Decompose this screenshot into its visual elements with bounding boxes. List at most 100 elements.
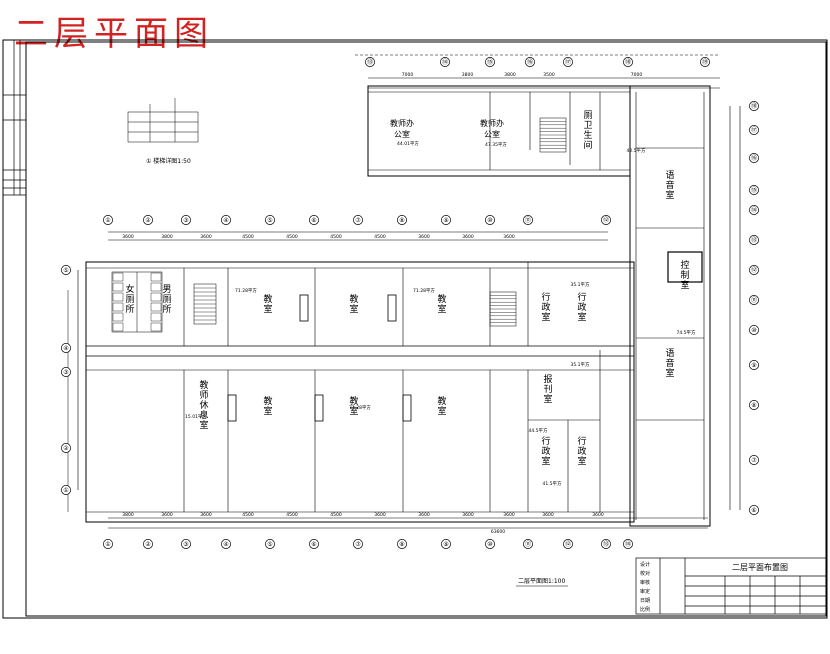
room-toilet-left-2-char: 厕	[162, 294, 171, 305]
room-class-3-char: 教	[437, 293, 446, 305]
axis-bubble-bottom: ⑤	[267, 541, 272, 548]
title-block-row-label: 日期	[640, 598, 650, 604]
axis-bubble-bottom: ⑭	[625, 540, 631, 548]
axis-bubble-bottom-circle	[485, 539, 495, 549]
axis-bubble-mid: ⑫	[603, 216, 609, 224]
dimension-value: 3800	[504, 72, 516, 78]
title-block-name: 二层平面布置图	[732, 562, 788, 572]
dimension-value: 3600	[374, 512, 386, 518]
axis-bubble-right-circle	[749, 235, 759, 245]
axis-bubble-right-circle	[749, 125, 759, 135]
axis-bubble-right: ⑯	[751, 154, 757, 162]
axis-bubble-bottom-circle	[623, 539, 633, 549]
axis-bubble-top-circle	[623, 57, 633, 67]
room-admin-3-char: 行	[541, 435, 550, 447]
axis-bubble-right: ⑦	[751, 457, 757, 464]
room-admin-2-char: 行	[577, 291, 586, 303]
room-admin-4-char: 政	[577, 445, 586, 457]
dimension-value: 3600	[418, 234, 430, 240]
axis-bubble-right: ⑨	[751, 362, 756, 369]
area-label: 15.01平方	[185, 413, 207, 420]
axis-bubble-top: ⑰	[565, 58, 571, 66]
room-storage-char: 室	[543, 393, 552, 405]
toilet-fixtures	[111, 271, 163, 333]
room-class-1-char: 教	[263, 293, 272, 305]
axis-bubble-bottom: ⑨	[443, 541, 448, 548]
dimension-value: 4500	[330, 512, 342, 518]
axis-bubble-right-circle	[749, 185, 759, 195]
axis-bubble-mid: ⑥	[311, 217, 316, 224]
axis-bubble-right: ⑧	[751, 402, 756, 409]
room-admin-1-char: 政	[541, 301, 550, 313]
area-label: 71.28平方	[349, 404, 371, 411]
axis-bubble-mid: ⑩	[487, 217, 492, 224]
axis-bubble-bottom-circle	[441, 539, 451, 549]
axis-bubble-bottom: ④	[223, 541, 228, 548]
plan-caption: 二层平面图1:100	[518, 578, 565, 585]
axis-bubble-bottom: ⑬	[603, 540, 609, 548]
dimension-value: 3600	[503, 234, 515, 240]
axis-bubble-mid: ⑦	[355, 217, 361, 224]
axis-bubble-right-circle	[749, 265, 759, 275]
axis-bubble-left: ②	[63, 445, 69, 452]
stair-detail	[127, 98, 199, 143]
title-block	[635, 557, 827, 615]
axis-bubble-bottom: ①	[105, 541, 110, 548]
axis-bubble-top: ⑬	[367, 58, 373, 66]
axis-bubble-mid-circle	[103, 215, 113, 225]
room-class-5-char: 教	[349, 395, 358, 407]
dimension-value: 4500	[286, 234, 298, 240]
room-control-char: 控	[680, 259, 689, 271]
room-toilet-left-char: 厕	[125, 294, 134, 305]
dimension-value: 3600	[161, 512, 173, 518]
room-restroom-char: 师	[199, 389, 208, 401]
axis-bubble-right: ⑩	[751, 327, 756, 334]
axis-bubble-top: ⑮	[487, 58, 493, 66]
room-class-4-char: 室	[263, 405, 272, 417]
axis-bubble-top-circle	[563, 57, 573, 67]
axis-bubble-top-circle	[440, 57, 450, 67]
title-block-row-label: 审核	[640, 579, 650, 586]
axis-bubble-bottom: ⑥	[311, 541, 316, 548]
axis-bubble-top-circle	[700, 57, 710, 67]
dimension-lines	[77, 106, 741, 529]
axis-bubble-mid-circle	[265, 215, 275, 225]
room-restroom-char: 室	[199, 419, 208, 431]
room-admin-3-char: 政	[541, 445, 550, 457]
axis-bubble-left: ③	[63, 369, 68, 376]
title-block-row-label: 比例	[640, 606, 650, 613]
axis-bubble-mid-circle	[353, 215, 363, 225]
dimension-value: 3600	[462, 512, 474, 518]
area-label: 44.01平方	[397, 140, 419, 147]
axis-bubble-right-circle	[749, 295, 759, 305]
axis-bubble-bottom-circle	[103, 539, 113, 549]
room-toilet-top-char: 生	[583, 129, 592, 141]
room-toilet-left-2-char: 所	[162, 304, 171, 315]
room-class-6-char: 室	[437, 405, 446, 417]
room-restroom-char: 教	[199, 379, 208, 391]
binding-strip	[3, 40, 26, 196]
dimension-value: 4500	[330, 234, 342, 240]
dimension-value: 3800	[462, 72, 474, 78]
axis-bubble-left: ①	[63, 487, 68, 494]
fixture-cells	[112, 272, 162, 332]
room-class-1-char: 室	[263, 303, 272, 315]
area-label: 71.28平方	[235, 287, 257, 294]
axis-bubble-left-circle	[61, 343, 71, 353]
room-toilet-top-char: 卫	[583, 121, 592, 131]
axis-bubble-mid: ③	[183, 217, 188, 224]
title-block-row-label: 校对	[640, 570, 650, 577]
axis-bubble-bottom: ⑦	[355, 541, 361, 548]
dimension-value: 4500	[242, 512, 254, 518]
area-label: 71.28平方	[413, 287, 435, 294]
stair-steps	[194, 121, 566, 323]
axis-bubble-mid: ⑨	[443, 217, 448, 224]
top-wing-walls	[355, 54, 720, 177]
room-office-2-sub: 公室	[484, 129, 500, 139]
axis-bubble-bottom-circle	[523, 539, 533, 549]
room-admin-2-char: 政	[577, 301, 586, 313]
stair-detail-label: ① 楼梯详图1:50	[146, 157, 191, 165]
